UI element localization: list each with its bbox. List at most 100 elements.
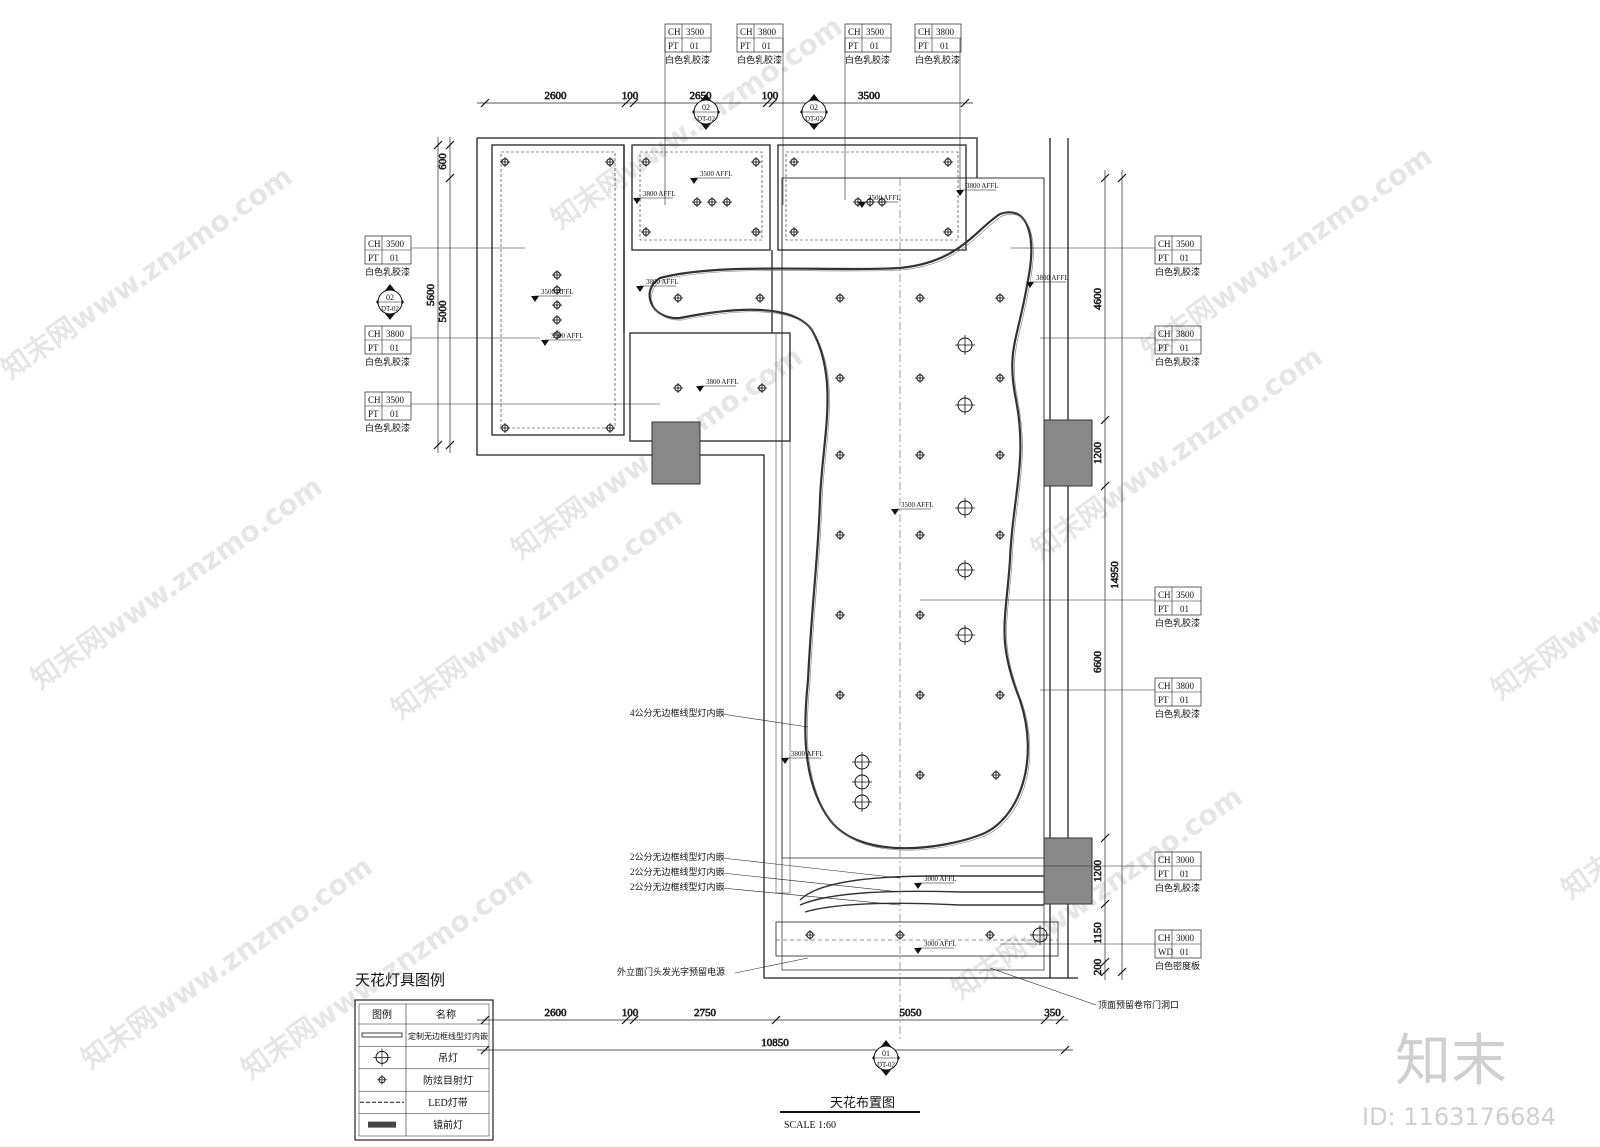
spotlight-icon [722, 197, 732, 207]
section-ref: DT-02 [805, 115, 824, 123]
tag-ch-value: 3800 [386, 329, 405, 339]
tag-finish-label: 白色乳胶漆 [1155, 356, 1200, 367]
pendant-light-icon [955, 498, 975, 518]
level-text: 3000 AFFL [924, 875, 956, 883]
tag-ch-label: CH [1158, 855, 1171, 865]
tag-pt-label: PT [1158, 604, 1169, 614]
spotlight-icon [995, 450, 1005, 460]
legend-item-name: 定制无边框线型灯内嵌 [408, 1031, 488, 1041]
tag-pt-label: PT [918, 41, 929, 51]
pendant-light-icon [955, 560, 975, 580]
tag-ch-value: 3000 [1176, 855, 1195, 865]
level-text: 3500 AFFL [551, 332, 583, 340]
pendant-light-icon [955, 395, 975, 415]
legend-row: LED灯带 [359, 1090, 489, 1109]
tag-pt-value: 01 [390, 343, 399, 353]
level-text: 3000 AFFL [924, 940, 956, 948]
dimension-label: 3500 [858, 90, 881, 102]
tag-pt-label: PT [368, 343, 379, 353]
tag-ch-value: 3500 [1176, 590, 1195, 600]
spotlight-icon [673, 383, 683, 393]
level-mark: 3800 AFFL [781, 750, 823, 764]
spotlight-icon [552, 270, 562, 280]
spotlight-icon [995, 373, 1005, 383]
level-text: 3800 AFFL [791, 750, 823, 758]
spotlight-icon [707, 197, 717, 207]
section-ref: DT-02 [381, 305, 400, 313]
walls [476, 137, 1078, 979]
spotlight-icon [835, 530, 845, 540]
pendant-light-icon [1030, 925, 1050, 945]
tag-pt-value: 01 [390, 253, 399, 263]
tag-pt-value: 01 [940, 41, 949, 51]
level-text: 3800 AFFL [706, 378, 738, 386]
spotlight-icon [985, 930, 995, 940]
tag-ch-value: 3500 [686, 27, 705, 37]
spotlight-icon [943, 227, 953, 237]
spotlight-icon [605, 423, 615, 433]
spotlight-icon [500, 423, 510, 433]
level-mark: 3000 AFFL [914, 875, 956, 889]
section-number: 02 [386, 293, 394, 302]
tag-pt-label: PT [1158, 253, 1169, 263]
spotlight-icon [552, 330, 562, 340]
tag-ch-label: CH [668, 27, 681, 37]
watermark-text: 知末网www.znzmo.com [0, 160, 298, 386]
tag-pt-label: PT [1158, 343, 1169, 353]
tag-finish-label: 白色密度板 [1155, 960, 1200, 971]
level-text: 3800 AFFL [643, 190, 675, 198]
spotlight-icon [500, 157, 510, 167]
level-text: 3800 AFFL [966, 182, 998, 190]
room-right-top [777, 144, 967, 251]
tag-ch-value: 3800 [936, 27, 955, 37]
section-ref: DT-02 [877, 1061, 896, 1069]
tag-finish-label: 白色乳胶漆 [1155, 708, 1200, 719]
pendant-light-icon [852, 752, 872, 772]
tag-pt-value: 01 [1180, 604, 1189, 614]
spotlight-icon [995, 293, 1005, 303]
spotlight-icon [552, 285, 562, 295]
tag-pt-label: PT [1158, 869, 1169, 879]
tag-ch-label: CH [1158, 681, 1171, 691]
tag-ch-label: CH [740, 27, 753, 37]
tag-finish-label: 白色乳胶漆 [665, 54, 710, 65]
spotlight-icon [751, 157, 761, 167]
spotlight-icon [835, 373, 845, 383]
annotation-strip-4cm: 4公分无边框线型灯内嵌 [630, 707, 725, 718]
legend-row: 吊灯 [359, 1046, 489, 1067]
tag-pt-value: 01 [1180, 695, 1189, 705]
level-mark: 3500 AFFL [541, 332, 583, 346]
pendant-light-icon [852, 792, 872, 812]
dimension-label: 350 [1044, 1007, 1061, 1019]
spotlight-icon [915, 530, 925, 540]
tag-ch-label: CH [1158, 933, 1171, 943]
dimension-label: 5600 [425, 284, 437, 307]
level-text: 3500 AFFL [901, 501, 933, 509]
level-text: 3800 AFFL [646, 278, 678, 286]
brand-id: ID: 1163176684 [1362, 1103, 1556, 1131]
spotlight-icon [995, 530, 1005, 540]
spotlight-icon [641, 227, 651, 237]
tag-pt-label: PT [848, 41, 859, 51]
spotlight-icon [895, 930, 905, 940]
tag-ch-value: 3500 [866, 27, 885, 37]
watermark-layer: 知末网www.znzmo.com知末网www.znzmo.com知末网www.z… [0, 10, 1600, 1086]
spotlight-icon [673, 293, 683, 303]
annotations: 4公分无边框线型灯内嵌 2公分无边框线型灯内嵌 2公分无边框线型灯内嵌 2公分无… [617, 707, 1179, 1010]
legend-row: 镜前灯 [359, 1113, 489, 1132]
tag-pt-value: 01 [870, 41, 879, 51]
spotlight-icon [915, 450, 925, 460]
tag-finish-label: 白色乳胶漆 [737, 54, 782, 65]
level-text: 3500 AFFL [868, 194, 900, 202]
columns [651, 419, 1093, 905]
tag-pt-label: PT [368, 409, 379, 419]
dimension-label: 2750 [694, 1007, 717, 1019]
level-text: 3800 AFFL [1036, 274, 1068, 282]
